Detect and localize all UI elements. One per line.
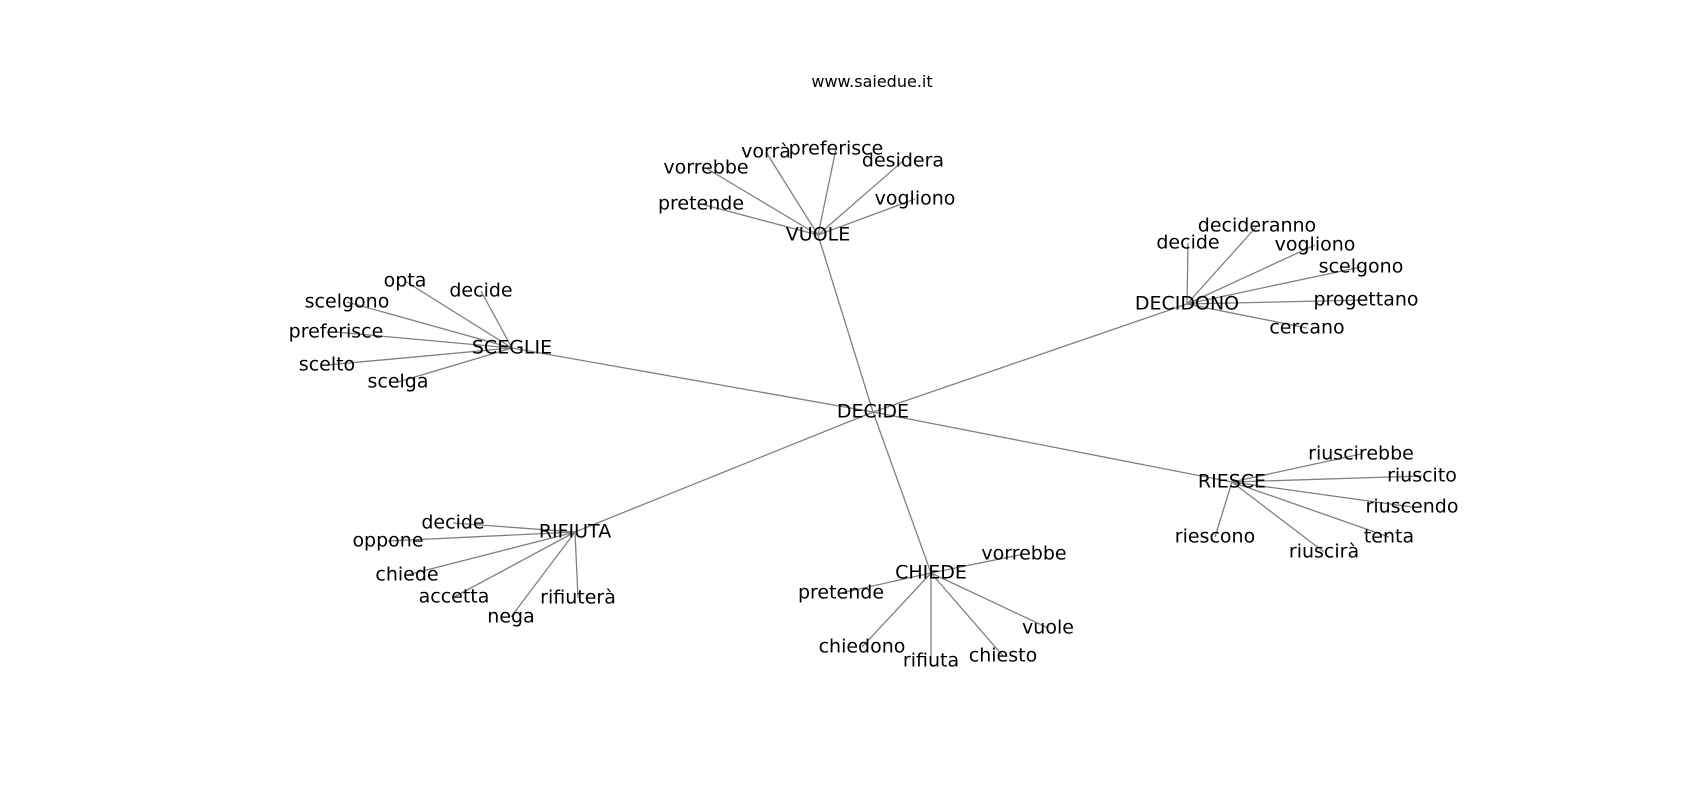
leaf-node-label: scelto bbox=[299, 354, 355, 376]
leaf-node-label: decide bbox=[1156, 232, 1219, 254]
hub-leaf-edge bbox=[765, 151, 819, 236]
leaf-node-label: tenta bbox=[1364, 526, 1414, 548]
leaf-node-label: chiesto bbox=[969, 645, 1037, 667]
leaf-node-label: riescono bbox=[1175, 526, 1255, 548]
hub-leaf-edge bbox=[1231, 453, 1362, 483]
hub-leaf-edge bbox=[453, 531, 576, 598]
hub-leaf-edge bbox=[1186, 225, 1258, 305]
hub-leaf-edge bbox=[1214, 481, 1233, 538]
hub-leaf-edge bbox=[1231, 481, 1325, 553]
hub-leaf-edge bbox=[326, 347, 513, 366]
hub-leaf-edge bbox=[817, 148, 837, 236]
center-hub-edge bbox=[872, 411, 932, 574]
center-node-label: DECIDE bbox=[837, 401, 909, 423]
hub-leaf-edge bbox=[1186, 242, 1189, 305]
hub-leaf-edge bbox=[510, 531, 576, 618]
hub-leaf-edge bbox=[1231, 481, 1390, 538]
hub-leaf-edge bbox=[1186, 299, 1367, 305]
hub-leaf-edge bbox=[930, 572, 1049, 629]
hub-node-label: RIFIUTA bbox=[539, 521, 611, 543]
hub-node-label: RIESCE bbox=[1198, 471, 1266, 493]
leaf-node-label: vorrà bbox=[741, 141, 791, 163]
hub-leaf-edge bbox=[705, 167, 819, 236]
hub-leaf-edge bbox=[930, 553, 1025, 574]
hub-leaf-edge bbox=[1186, 266, 1362, 305]
leaf-node-label: riuscirà bbox=[1289, 541, 1359, 563]
graph-edges bbox=[326, 148, 1423, 661]
hub-leaf-edge bbox=[840, 572, 932, 594]
hub-leaf-edge bbox=[1186, 303, 1308, 329]
leaf-node-label: accetta bbox=[419, 586, 490, 608]
leaf-node-label: vogliono bbox=[1275, 234, 1356, 256]
leaf-node-label: progettano bbox=[1313, 289, 1418, 311]
hub-leaf-edge bbox=[387, 531, 576, 542]
hub-leaf-edge bbox=[397, 347, 513, 383]
leaf-node-label: scelgono bbox=[1319, 256, 1404, 278]
leaf-node-label: pretende bbox=[658, 193, 744, 215]
leaf-node-label: decide bbox=[421, 512, 484, 534]
leaf-node-label: vogliono bbox=[875, 188, 956, 210]
center-hub-edge bbox=[511, 347, 874, 413]
leaf-node-label: vorrebbe bbox=[663, 157, 748, 179]
hub-node-label: VUOLE bbox=[786, 224, 850, 246]
leaf-node-label: riuscirebbe bbox=[1308, 443, 1414, 465]
hub-leaf-edge bbox=[861, 572, 932, 648]
hub-leaf-edge bbox=[335, 331, 513, 349]
hub-leaf-edge bbox=[1231, 481, 1413, 508]
hub-node-label: DECIDONO bbox=[1135, 293, 1239, 315]
site-url-label: www.saiedue.it bbox=[811, 72, 933, 91]
leaf-node-label: desidera bbox=[862, 150, 944, 172]
leaf-node-label: riuscendo bbox=[1366, 496, 1459, 518]
center-hub-edge bbox=[872, 411, 1233, 483]
hub-leaf-edge bbox=[404, 280, 513, 349]
leaf-node-label: chiedono bbox=[819, 636, 906, 658]
leaf-node-label: pretende bbox=[798, 582, 884, 604]
leaf-node-label: preferisce bbox=[289, 321, 384, 343]
leaf-node-label: scelgono bbox=[305, 291, 390, 313]
hub-leaf-edge bbox=[346, 301, 513, 349]
leaf-node-label: cercano bbox=[1269, 317, 1344, 339]
leaf-node-label: decide bbox=[449, 280, 512, 302]
leaf-node-label: vuole bbox=[1022, 617, 1074, 639]
graph-labels: DECIDEVUOLEvorràpreferiscedesideravorreb… bbox=[289, 138, 1459, 672]
leaf-node-label: chiede bbox=[375, 564, 438, 586]
leaf-node-label: opta bbox=[384, 270, 427, 292]
leaf-node-label: oppone bbox=[352, 530, 423, 552]
leaf-node-label: nega bbox=[487, 606, 534, 628]
hub-leaf-edge bbox=[1231, 475, 1423, 483]
hub-leaf-edge bbox=[930, 572, 1004, 657]
leaf-node-label: riuscito bbox=[1387, 465, 1457, 487]
hub-leaf-edge bbox=[406, 531, 576, 576]
hub-leaf-edge bbox=[574, 531, 579, 599]
leaf-node-label: scelga bbox=[367, 371, 428, 393]
leaf-node-label: preferisce bbox=[789, 138, 884, 160]
center-hub-edge bbox=[574, 411, 874, 533]
hub-leaf-edge bbox=[700, 203, 819, 236]
hub-leaf-edge bbox=[817, 198, 916, 236]
center-hub-edge bbox=[817, 234, 874, 413]
hub-leaf-edge bbox=[480, 290, 513, 349]
leaf-node-label: vorrebbe bbox=[981, 543, 1066, 565]
hub-node-label: SCEGLIE bbox=[472, 337, 552, 359]
hub-leaf-edge bbox=[1186, 244, 1316, 305]
leaf-node-label: rifiuta bbox=[903, 650, 959, 672]
leaf-node-label: rifiuterà bbox=[540, 587, 616, 609]
center-hub-edge bbox=[872, 303, 1188, 413]
leaf-node-label: decideranno bbox=[1198, 215, 1316, 237]
hub-leaf-edge bbox=[817, 160, 904, 236]
hub-node-label: CHIEDE bbox=[895, 562, 967, 584]
hub-leaf-edge bbox=[452, 522, 576, 533]
